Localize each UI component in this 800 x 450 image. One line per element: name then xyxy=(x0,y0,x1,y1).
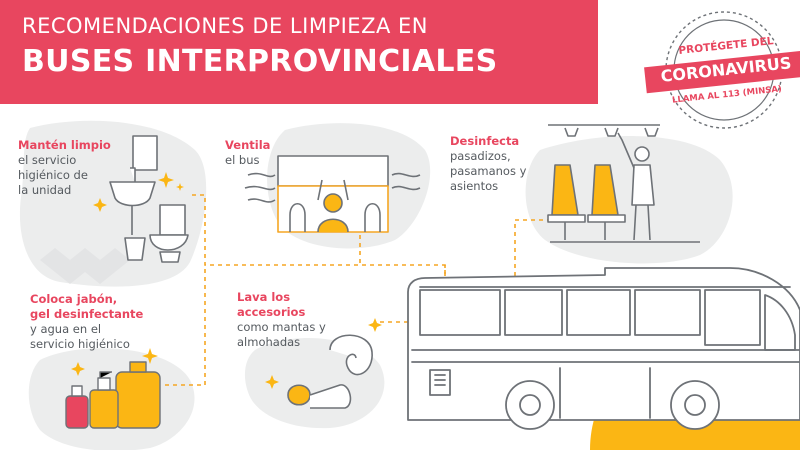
tip-highlight: Ventila xyxy=(225,138,271,152)
bus xyxy=(407,267,800,430)
header-subtitle: RECOMENDACIONES DE LIMPIEZA EN xyxy=(22,14,428,38)
header-title: BUSES INTERPROVINCIALES xyxy=(22,44,498,79)
tip-body-line: asientos xyxy=(450,179,499,193)
tip-ventila: Ventila el bus xyxy=(225,138,270,168)
tip-desinfecta: Desinfecta pasadizos, pasamanos y asient… xyxy=(450,134,526,194)
tip-highlight: Desinfecta xyxy=(450,134,520,148)
desinfecta-blob xyxy=(525,136,733,264)
tip-highlight: Lava los xyxy=(237,290,291,304)
tip-mantener-limpio: Mantén limpio el servicio higiénico de l… xyxy=(18,138,111,198)
window-illustration xyxy=(244,155,421,233)
tip-body-line: servicio higiénico xyxy=(30,337,130,351)
tip-body-line: y agua en el xyxy=(30,322,102,336)
tip-body-line: el servicio xyxy=(18,153,77,167)
tip-body-line: el bus xyxy=(225,153,260,167)
floor-tiles xyxy=(40,248,130,284)
tip-highlight: Mantén limpio xyxy=(18,138,111,152)
seats-illustration xyxy=(547,124,700,243)
tip-body-line: higiénico de xyxy=(18,168,88,182)
tip-body-line: como mantas y xyxy=(237,320,326,334)
tip-lava-accesorios: Lava los accesorios como mantas y almoha… xyxy=(237,290,326,350)
tip-highlight: gel desinfectante xyxy=(30,307,144,321)
tip-body-line: la unidad xyxy=(18,183,72,197)
pillow-blanket xyxy=(287,334,373,409)
tip-body-line: pasamanos y xyxy=(450,164,527,178)
toilet-illustration xyxy=(109,135,189,263)
tip-highlight: accesorios xyxy=(237,305,306,319)
tip-body-line: almohadas xyxy=(237,335,301,349)
soap-bottles xyxy=(65,361,161,429)
header-banner: RECOMENDACIONES DE LIMPIEZA EN BUSES INT… xyxy=(0,0,598,104)
tip-body-line: pasadizos, xyxy=(450,149,511,163)
sparkles xyxy=(71,172,382,389)
tip-coloca-jabon: Coloca jabón, gel desinfectante y agua e… xyxy=(30,292,143,352)
tip-highlight: Coloca jabón, xyxy=(30,292,118,306)
